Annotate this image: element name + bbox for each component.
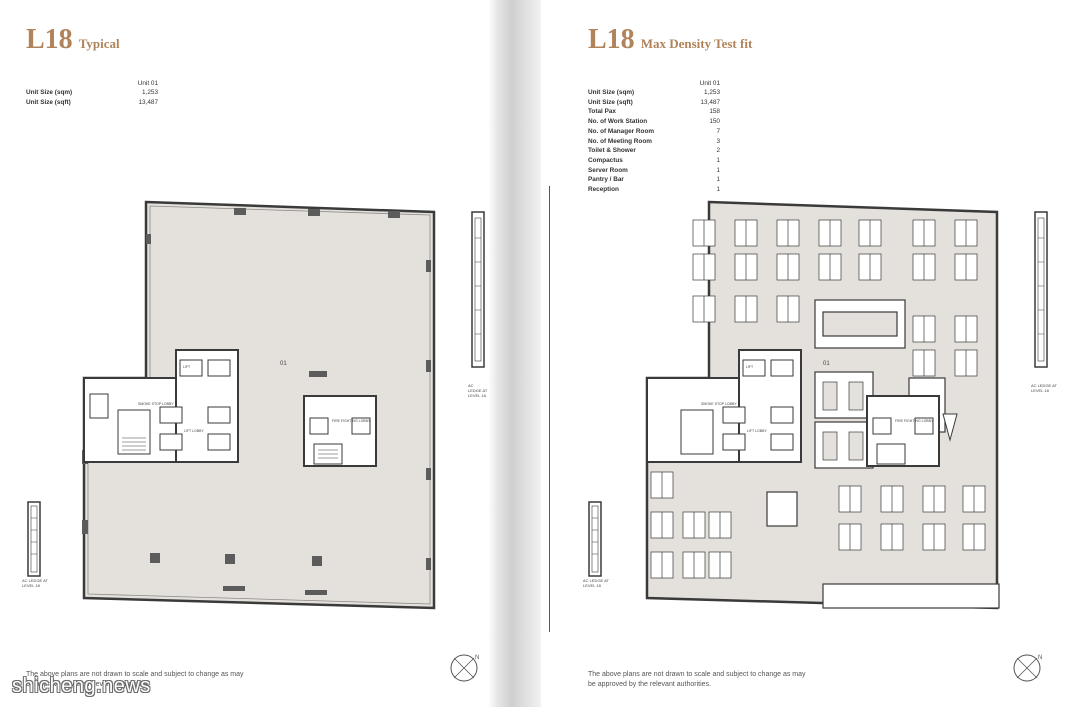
right-disclaimer: The above plans are not drawn to scale a…	[588, 671, 806, 688]
right-floor-plan: 01 LIFT LIFT LOBBY SMOKE STOP LOBBY FIRE…	[643, 200, 1003, 612]
spec-label: Total Pax	[588, 108, 616, 116]
spec-label: Reception	[588, 186, 619, 194]
ac-label-line2: LEVEL 18	[468, 393, 486, 398]
right-ac-ledge-label-bottom: AC LEDGE AT LEVEL 18	[583, 578, 609, 588]
right-compass-icon: N	[1011, 650, 1047, 691]
right-page: L18 Max Density Test fit Unit 01 Unit Siz…	[541, 0, 1080, 707]
spec-value: 150	[709, 118, 720, 126]
spec-value: 1,253	[704, 89, 720, 96]
lift-label: LIFT	[746, 365, 754, 369]
right-ac-ledge-label-top: AC LEDGE AT LEVEL 18	[1031, 383, 1057, 393]
spec-row: No. of Work Station 150	[588, 117, 720, 127]
spec-value: 1	[716, 156, 720, 164]
smoke-stop-lobby-label: SMOKE STOP LOBBY	[701, 402, 737, 406]
fire-fighting-lobby-label: FIRE FIGHTING LOBBY	[895, 419, 934, 423]
spec-row: Unit Size (sqm) 1,253	[588, 88, 720, 98]
compass-letter: N	[475, 655, 479, 661]
lift-lobby-label: LIFT LOBBY	[184, 429, 204, 433]
left-subtitle: Typical	[78, 36, 120, 51]
ac-label-line1: AC LEDGE AT	[583, 578, 609, 583]
left-title: L18 Typical	[26, 24, 120, 56]
spec-label: No. of Work Station	[588, 118, 648, 126]
left-ac-ledge-label-top: AC LEDGE AT LEVEL 18	[468, 383, 488, 398]
spec-row: Unit Size (sqft) 13,487	[26, 98, 158, 108]
spec-value: 3	[716, 137, 720, 145]
ac-label-line2: LEVEL 18	[1031, 388, 1049, 393]
right-ac-ledge-bottom	[585, 500, 605, 578]
fire-fighting-lobby-label: FIRE FIGHTING LOBBY	[332, 419, 371, 423]
ac-label-line1: AC LEDGE AT	[1031, 383, 1057, 388]
spec-label: Unit Size (sqm)	[588, 89, 635, 96]
right-unit-label: 01	[823, 361, 830, 367]
watermark-text: shicheng.news	[12, 675, 151, 697]
spec-value: 1	[716, 186, 720, 194]
spec-label: Unit Size (sqft)	[588, 98, 633, 106]
spec-row: Server Room 1	[588, 166, 720, 176]
spec-row: Pantry / Bar 1	[588, 175, 720, 185]
spec-value: 7	[716, 127, 720, 135]
lift-lobby-label: LIFT LOBBY	[747, 429, 767, 433]
right-spec-header: Unit 01	[699, 80, 720, 87]
page-margin-line	[549, 186, 550, 632]
right-level: L18	[588, 24, 635, 55]
spec-label: Unit Size (sqft)	[26, 98, 71, 106]
left-ac-ledge-top	[468, 210, 488, 370]
left-level: L18	[26, 24, 73, 55]
spec-label: Unit Size (sqm)	[26, 89, 73, 96]
spec-row: Total Pax 158	[588, 107, 720, 117]
spec-value: 1,253	[142, 89, 158, 96]
spec-row: No. of Meeting Room 3	[588, 137, 720, 147]
spec-row: Toilet & Shower 2	[588, 146, 720, 156]
spec-value: 1	[716, 176, 720, 184]
left-ac-ledge-label-bottom: AC LEDGE AT LEVEL 18	[22, 578, 48, 588]
spec-label: Pantry / Bar	[588, 176, 624, 184]
ac-label-line2: LEVEL 18	[583, 583, 601, 588]
spec-row: Unit Size (sqm) 1,253	[26, 88, 158, 98]
spec-row: No. of Manager Room 7	[588, 127, 720, 137]
spec-label: Server Room	[588, 166, 628, 174]
left-floor-plan: 01 LIFT LIFT LOBBY SMOKE STOP LOBBY FIRE…	[80, 200, 440, 612]
left-compass-icon: N	[448, 650, 484, 691]
ac-label-line2: LEVEL 18	[22, 583, 40, 588]
compass-letter: N	[1038, 655, 1042, 661]
ac-label-line1: AC LEDGE AT	[22, 578, 48, 583]
left-ac-ledge-bottom	[24, 500, 44, 578]
spec-row: Unit Size (sqft) 13,487	[588, 98, 720, 108]
spec-row: Compactus 1	[588, 156, 720, 166]
book-gutter	[488, 0, 541, 707]
right-ac-ledge-top	[1031, 210, 1051, 370]
spec-label: No. of Manager Room	[588, 127, 655, 135]
right-subtitle: Max Density Test fit	[640, 36, 753, 51]
spec-value: 158	[709, 108, 720, 116]
spec-row: Reception 1	[588, 185, 720, 195]
spec-value: 1	[716, 166, 720, 174]
left-spec-header: Unit 01	[137, 80, 158, 87]
spec-value: 13,487	[700, 98, 720, 106]
spec-value: 13,487	[138, 98, 158, 106]
spec-label: Toilet & Shower	[588, 147, 636, 155]
left-unit-label: 01	[280, 361, 287, 367]
spec-label: Compactus	[588, 156, 623, 164]
spec-label: No. of Meeting Room	[588, 137, 652, 145]
smoke-stop-lobby-label: SMOKE STOP LOBBY	[138, 402, 174, 406]
spec-value: 2	[716, 147, 720, 155]
ac-label-line1: AC LEDGE AT	[468, 383, 488, 393]
left-disclaimer: The above plans are not drawn to scale a…	[26, 671, 244, 688]
right-title: L18 Max Density Test fit	[588, 24, 752, 56]
lift-label: LIFT	[183, 365, 191, 369]
